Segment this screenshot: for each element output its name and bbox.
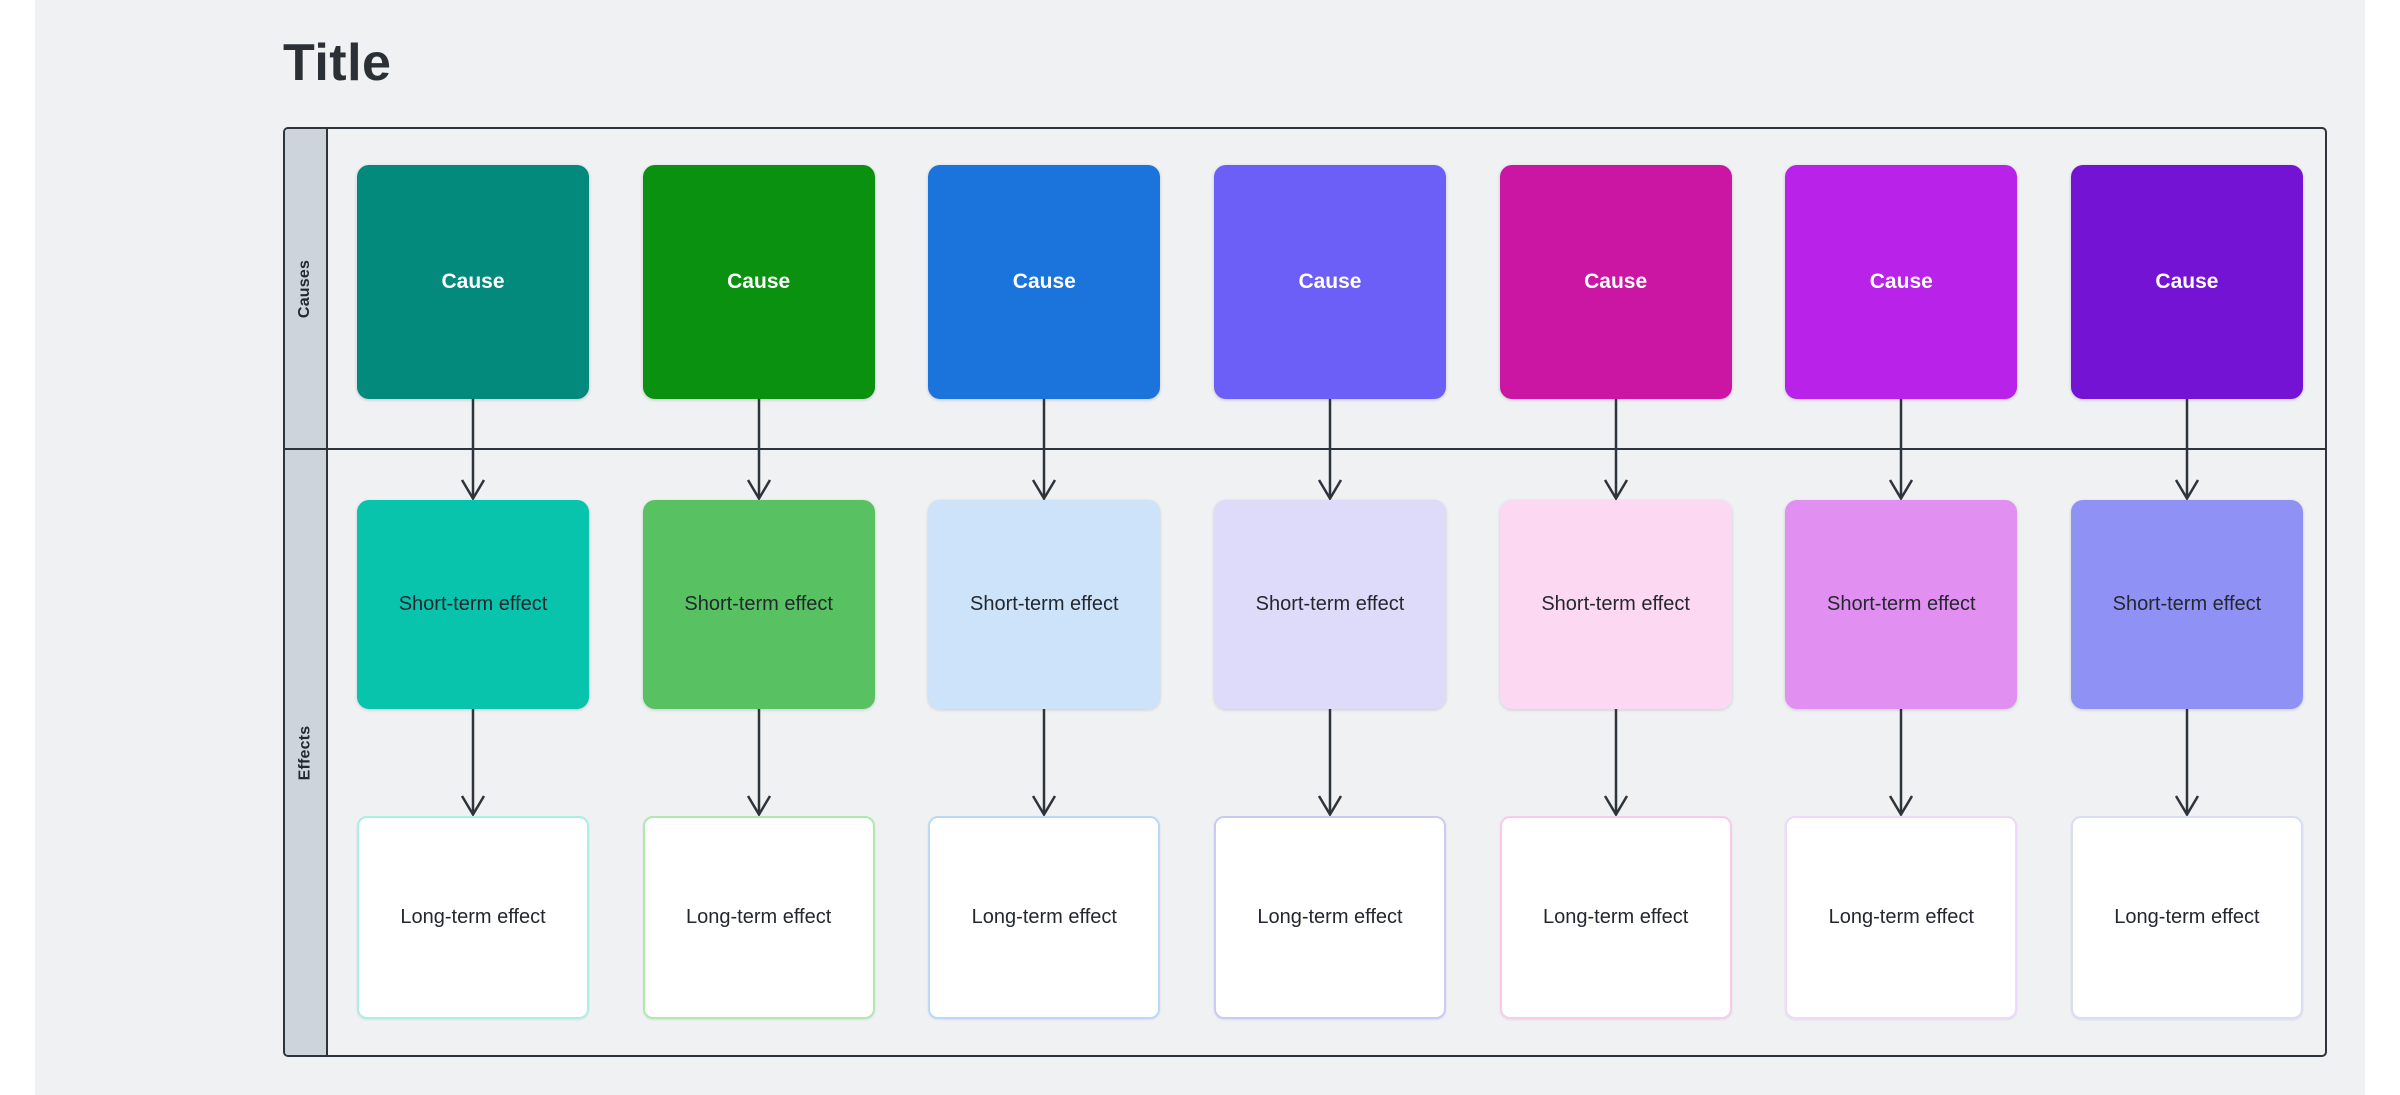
short-term-effect-node[interactable]: Short-term effect	[357, 500, 589, 709]
cause-label: Cause	[1012, 270, 1076, 293]
cause-label: Cause	[441, 270, 505, 293]
short-term-effect-label: Short-term effect	[970, 593, 1119, 615]
table-content-area: Cause Short-term effect Long-term effect…	[328, 129, 2325, 1055]
short-term-effect-label: Short-term effect	[684, 593, 833, 615]
long-term-effect-node[interactable]: Long-term effect	[642, 816, 875, 1019]
diagram-column: Cause Short-term effect Long-term effect	[1213, 165, 1446, 1055]
long-term-effect-node[interactable]: Long-term effect	[1213, 816, 1446, 1019]
long-term-effect-node[interactable]: Long-term effect	[357, 816, 589, 1019]
short-term-effect-node[interactable]: Short-term effect	[2070, 500, 2303, 709]
short-term-effect-label: Short-term effect	[1826, 593, 1976, 615]
arrow-down-connector[interactable]	[1601, 709, 1631, 816]
long-term-effect-label: Long-term effect	[1542, 906, 1689, 928]
diagram-title[interactable]: Title	[283, 34, 392, 92]
arrow-down-connector[interactable]	[458, 709, 488, 816]
arrow-down-connector[interactable]	[1886, 709, 1916, 816]
cause-node[interactable]: Cause	[928, 165, 1161, 399]
short-term-effect-node[interactable]: Short-term effect	[642, 500, 875, 709]
long-term-effect-label: Long-term effect	[1828, 906, 1974, 928]
diagram-column: Cause Short-term effect Long-term effect	[928, 165, 1161, 1055]
short-term-effect-label: Short-term effect	[398, 593, 548, 615]
cause-node[interactable]: Cause	[642, 165, 875, 399]
cause-node[interactable]: Cause	[2070, 165, 2303, 399]
row-header-causes[interactable]: Causes	[285, 129, 326, 450]
arrow-down-connector[interactable]	[1886, 399, 1916, 500]
arrow-down-connector[interactable]	[1029, 709, 1059, 816]
short-term-effect-node[interactable]: Short-term effect	[1499, 500, 1732, 709]
short-term-effect-label: Short-term effect	[2112, 593, 2262, 615]
long-term-effect-label: Long-term effect	[400, 906, 546, 928]
arrow-down-connector[interactable]	[458, 399, 488, 500]
cause-label: Cause	[1869, 270, 1933, 293]
long-term-effect-label: Long-term effect	[971, 906, 1117, 928]
arrow-down-connector[interactable]	[2172, 709, 2202, 816]
cause-node[interactable]: Cause	[357, 165, 589, 399]
effects-label: Effects	[296, 725, 314, 780]
long-term-effect-label: Long-term effect	[686, 906, 832, 928]
diagram-column: Cause Short-term effect Long-term effect	[357, 165, 589, 1055]
cause-label: Cause	[1298, 270, 1362, 293]
cause-node[interactable]: Cause	[1499, 165, 1732, 399]
cause-label: Cause	[727, 270, 791, 293]
arrow-down-connector[interactable]	[744, 709, 774, 816]
short-term-effect-label: Short-term effect	[1255, 593, 1405, 615]
cause-effect-table: Causes Effects Cause Short-term effect	[283, 127, 2327, 1057]
short-term-effect-node[interactable]: Short-term effect	[928, 500, 1161, 709]
diagram-column: Cause Short-term effect Long-term effect	[1785, 165, 2018, 1055]
diagram-column: Cause Short-term effect Long-term effect	[642, 165, 875, 1055]
long-term-effect-node[interactable]: Long-term effect	[1785, 816, 2018, 1019]
arrow-down-connector[interactable]	[1601, 399, 1631, 500]
diagram-canvas: Title Causes Effects Cause Short-ter	[35, 0, 2365, 1095]
row-header-effects[interactable]: Effects	[285, 450, 326, 1055]
diagram-column: Cause Short-term effect Long-term effect	[2070, 165, 2303, 1055]
arrow-down-connector[interactable]	[1029, 399, 1059, 500]
diagram-column: Cause Short-term effect Long-term effect	[1499, 165, 1732, 1055]
row-header-column: Causes Effects	[285, 129, 328, 1055]
arrow-down-connector[interactable]	[744, 399, 774, 500]
arrow-down-connector[interactable]	[1315, 709, 1345, 816]
short-term-effect-node[interactable]: Short-term effect	[1785, 500, 2018, 709]
row-divider-line	[328, 448, 2325, 450]
long-term-effect-label: Long-term effect	[2114, 906, 2260, 928]
arrow-down-connector[interactable]	[1315, 399, 1345, 500]
long-term-effect-node[interactable]: Long-term effect	[928, 816, 1161, 1019]
cause-label: Cause	[2155, 270, 2219, 293]
cause-node[interactable]: Cause	[1785, 165, 2018, 399]
cause-node[interactable]: Cause	[1213, 165, 1446, 399]
long-term-effect-node[interactable]: Long-term effect	[2070, 816, 2303, 1019]
arrow-down-connector[interactable]	[2172, 399, 2202, 500]
long-term-effect-node[interactable]: Long-term effect	[1499, 816, 1732, 1019]
causes-label: Causes	[296, 259, 314, 318]
long-term-effect-label: Long-term effect	[1257, 906, 1403, 928]
short-term-effect-label: Short-term effect	[1541, 593, 1690, 615]
cause-label: Cause	[1584, 270, 1648, 293]
short-term-effect-node[interactable]: Short-term effect	[1213, 500, 1446, 709]
